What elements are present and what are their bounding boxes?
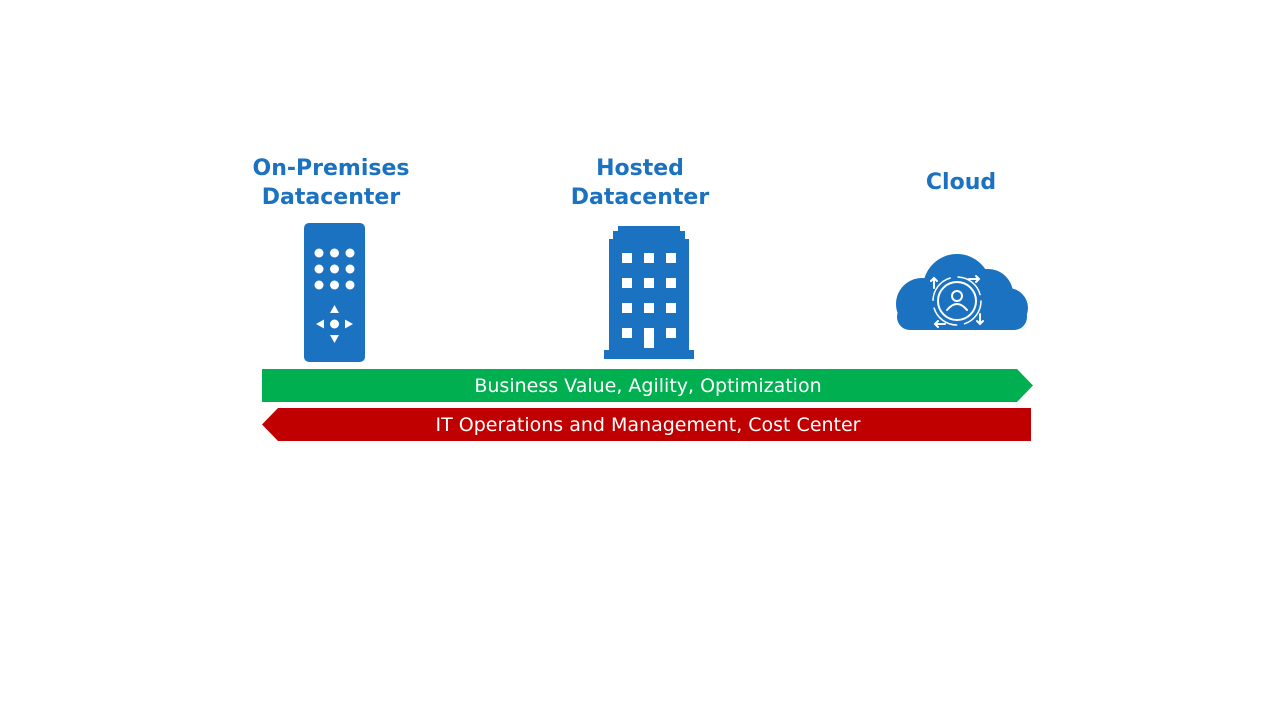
cloud-icon <box>894 254 1030 336</box>
building-icon <box>604 226 694 363</box>
it-operations-arrow: IT Operations and Management, Cost Cente… <box>262 408 1034 441</box>
business-value-label: Business Value, Agility, Optimization <box>474 374 822 397</box>
it-operations-arrow-shape <box>262 408 1031 441</box>
server-icon <box>304 223 365 366</box>
on-premises-title: On-Premises Datacenter <box>252 156 410 210</box>
business-value-arrow: Business Value, Agility, Optimization <box>262 369 1034 402</box>
cloud-title: Cloud <box>925 170 997 195</box>
business-value-arrow-shape <box>262 369 1033 402</box>
it-operations-label: IT Operations and Management, Cost Cente… <box>435 413 861 436</box>
hosted-datacenter-title: Hosted Datacenter <box>570 156 710 210</box>
